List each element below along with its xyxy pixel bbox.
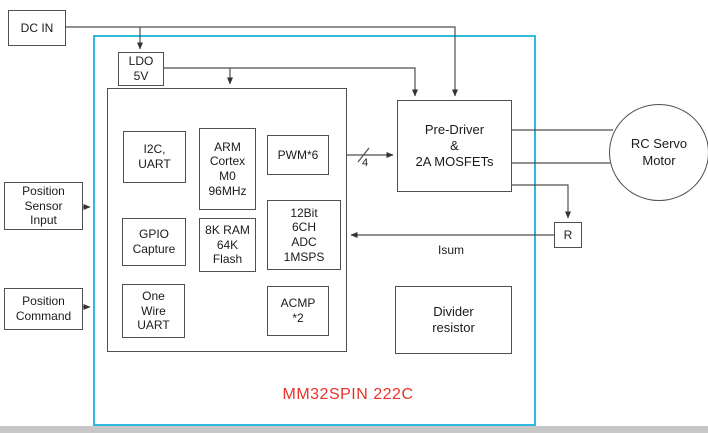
adc-box: 12Bit 6CH ADC 1MSPS: [267, 200, 341, 270]
one-wire-uart-box: One Wire UART: [122, 284, 185, 338]
position-sensor-input-box: Position Sensor Input: [4, 182, 83, 230]
position-command-box: Position Command: [4, 288, 83, 330]
divider-resistor-box: Divider resistor: [395, 286, 512, 354]
chip-label: MM32SPIN 222C: [282, 386, 414, 403]
bottom-edge-strip: [0, 426, 708, 433]
arm-core-box: ARM Cortex M0 96MHz: [199, 128, 256, 210]
rc-servo-motor: RC Servo Motor: [609, 104, 708, 201]
ram-flash-box: 8K RAM 64K Flash: [199, 218, 256, 272]
gpio-capture-box: GPIO Capture: [122, 218, 186, 266]
predriver-box: Pre-Driver & 2A MOSFETs: [397, 100, 512, 192]
acmp-box: ACMP *2: [267, 286, 329, 336]
dc-in-box: DC IN: [8, 10, 66, 46]
pwm-box: PWM*6: [267, 135, 329, 175]
i2c-uart-box: I2C, UART: [123, 131, 186, 183]
isum-label: Isum: [438, 243, 465, 257]
ldo-box: LDO 5V: [118, 52, 164, 86]
bus-width-label: 4: [362, 157, 369, 169]
shunt-resistor-box: R: [554, 222, 582, 248]
